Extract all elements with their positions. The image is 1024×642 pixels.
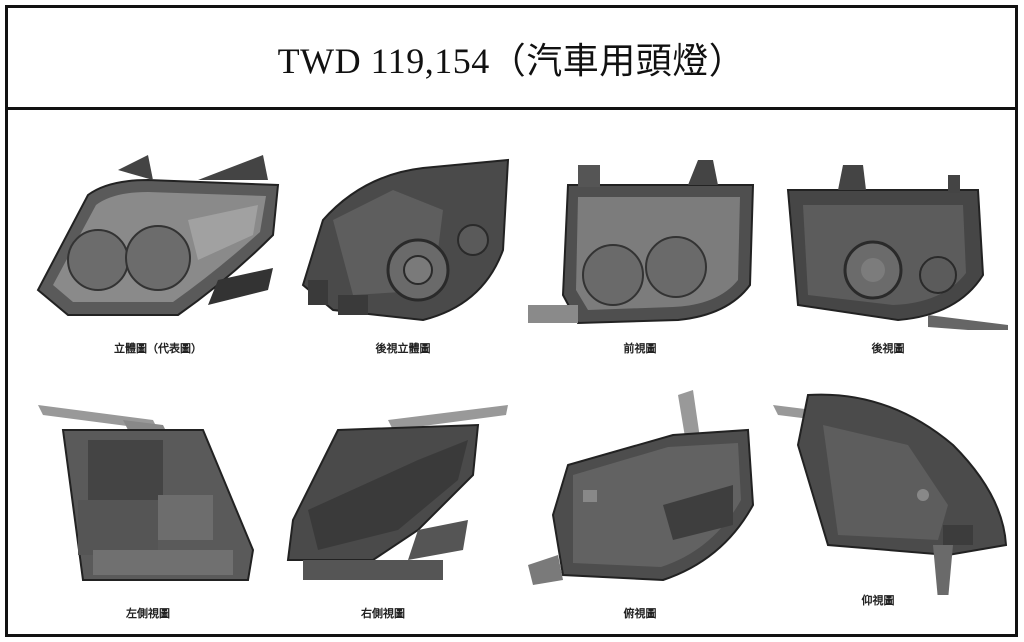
rear-view-image (778, 155, 1013, 330)
caption-perspective: 立體圖（代表圖） (114, 342, 202, 355)
caption-rear-view: 後視圖 (871, 342, 905, 355)
caption-bottom-view: 仰視圖 (861, 594, 895, 607)
caption-left-side-view: 左側視圖 (126, 607, 170, 620)
front-view-image (518, 155, 763, 330)
left-side-view-image (33, 400, 258, 590)
page-title: TWD 119,154（汽車用頭燈） (277, 40, 746, 81)
caption-rear-perspective: 後視立體圖 (375, 342, 431, 355)
header: TWD 119,154（汽車用頭燈） (8, 8, 1015, 110)
top-view-image (513, 385, 763, 590)
perspective-view-image (28, 140, 288, 330)
rear-perspective-view-image (293, 140, 513, 330)
caption-front-view: 前視圖 (623, 342, 657, 355)
caption-right-side-view: 右側視圖 (361, 607, 405, 620)
design-frame: TWD 119,154（汽車用頭燈） 立體圖（代表圖） (5, 5, 1018, 637)
views-grid: 立體圖（代表圖） 後視立體圖 (8, 110, 1015, 634)
caption-top-view: 俯視圖 (623, 607, 657, 620)
bottom-view-image (768, 385, 1013, 595)
right-side-view-image (278, 400, 513, 590)
